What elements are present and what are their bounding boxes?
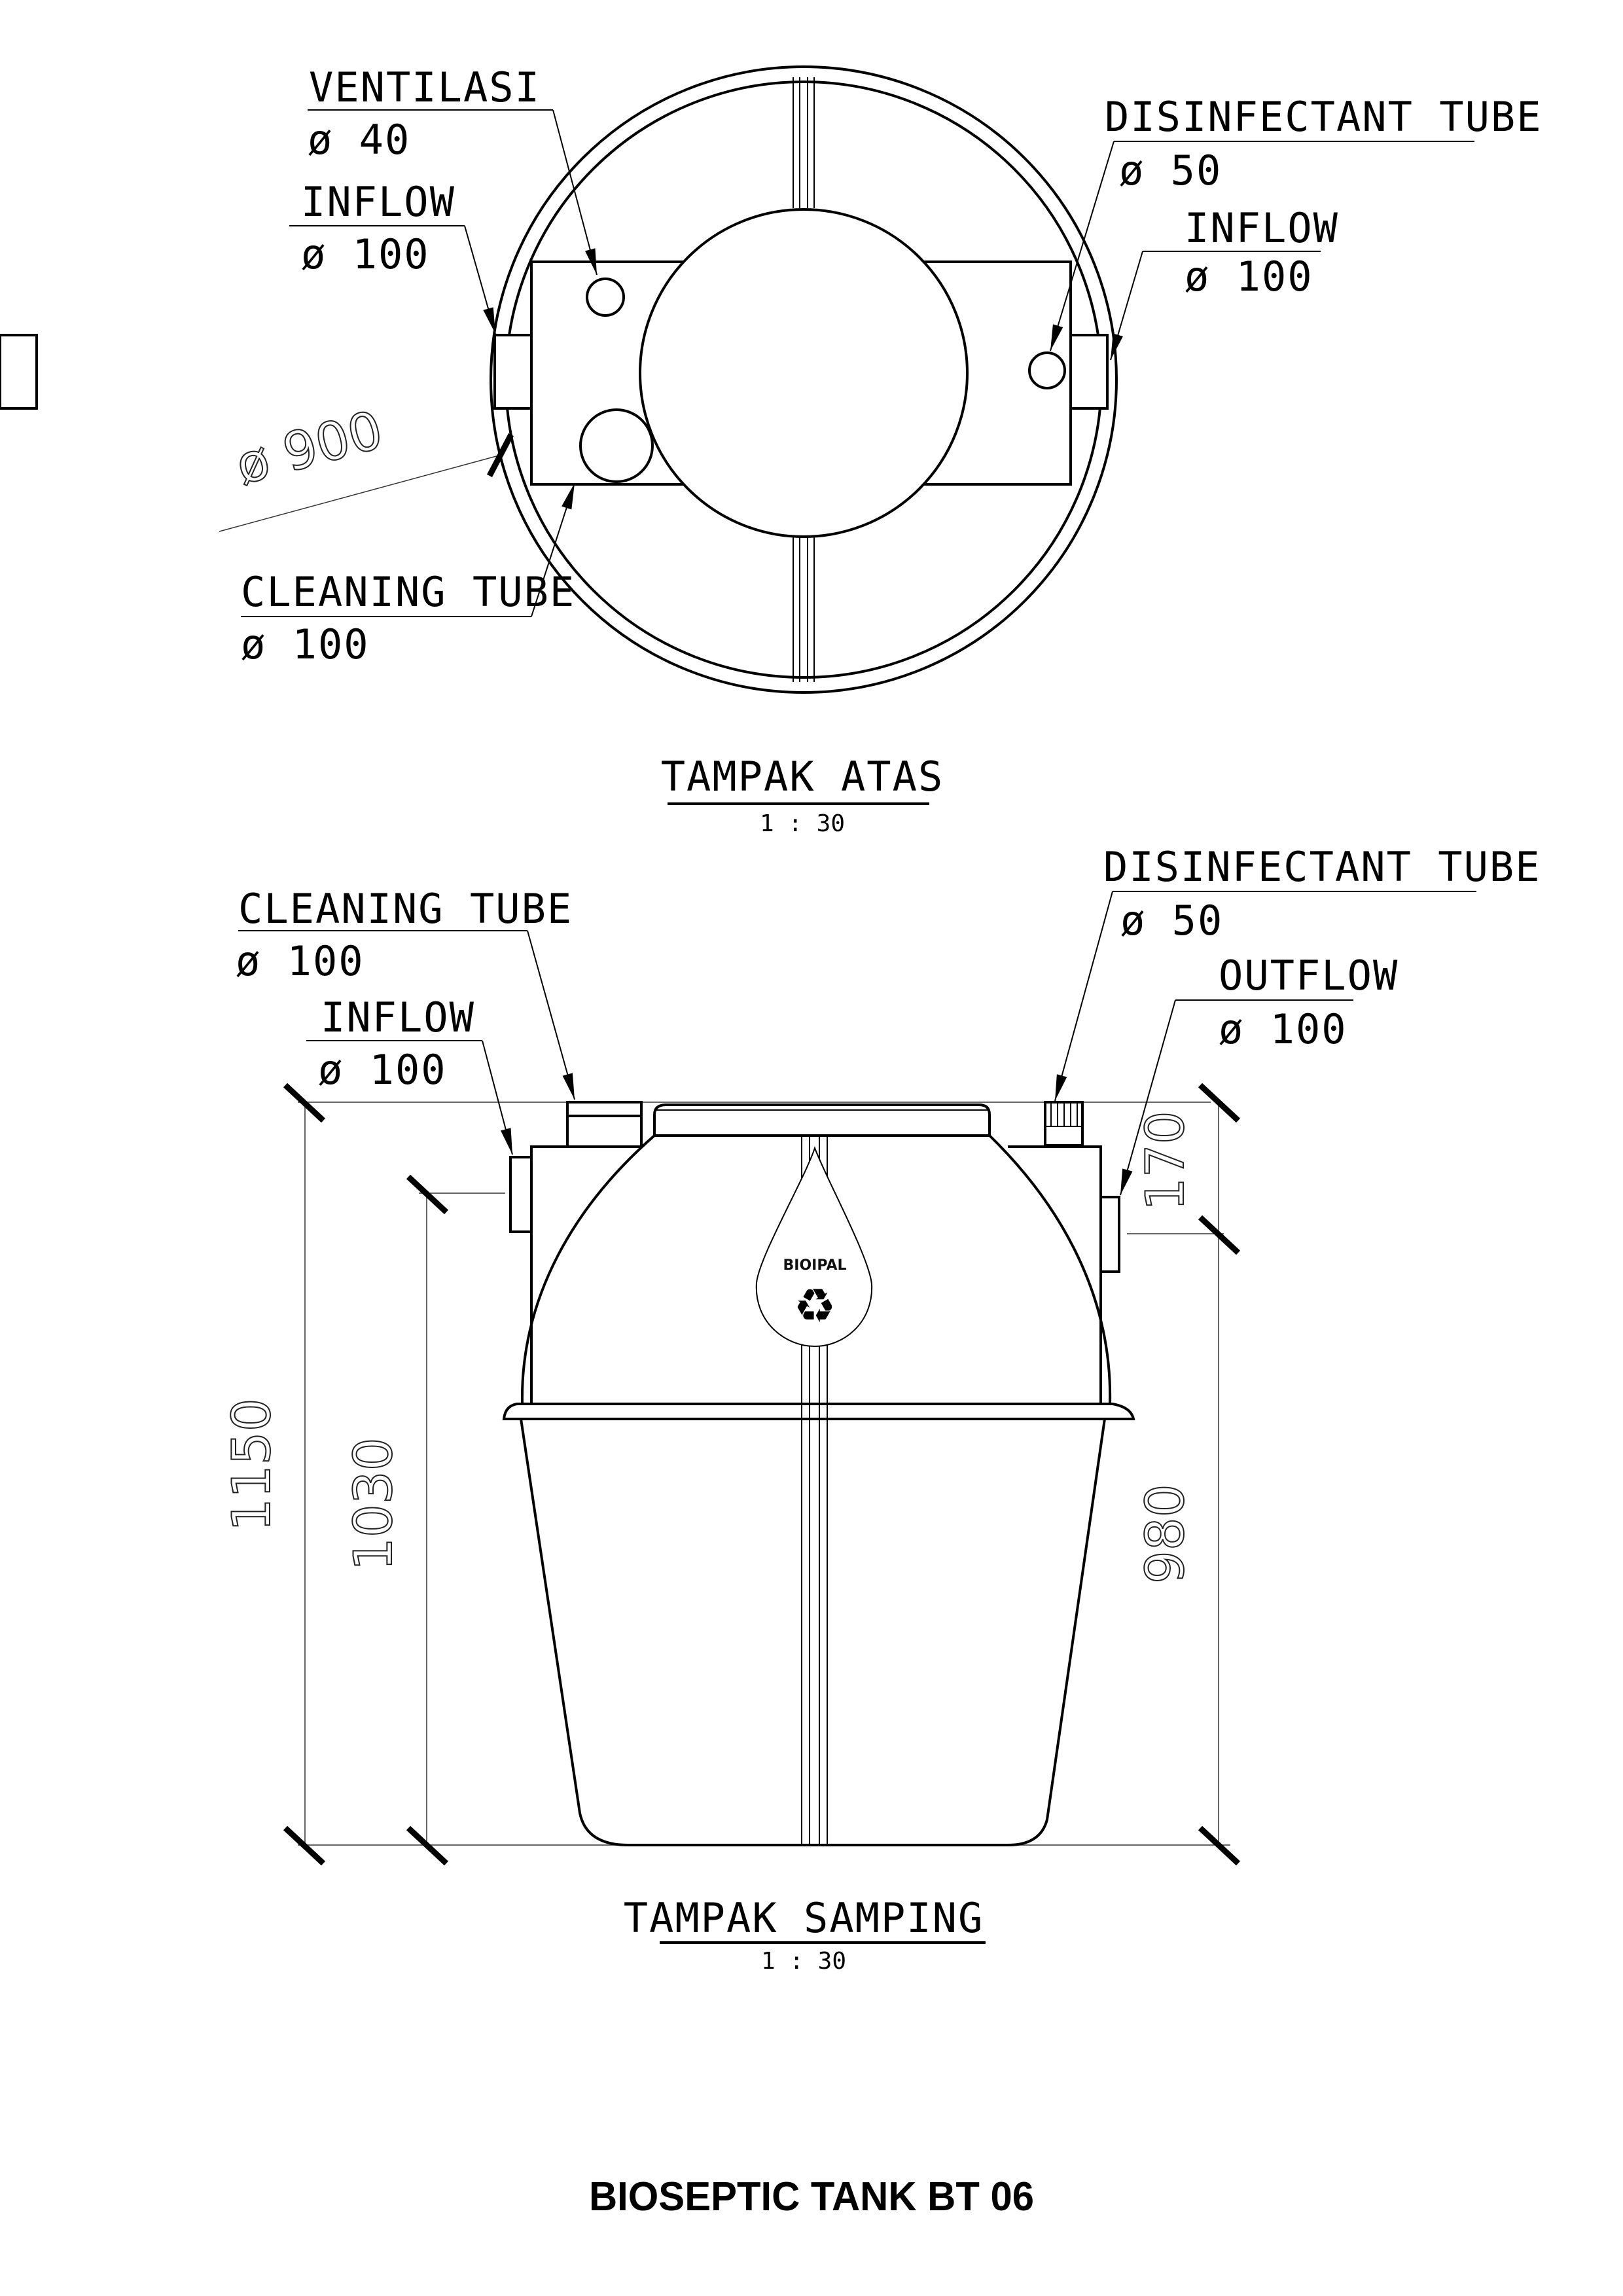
svg-text:CLEANING TUBE: CLEANING TUBE xyxy=(241,568,575,616)
manhole xyxy=(639,208,969,538)
svg-text:ø 100: ø 100 xyxy=(241,620,370,668)
document-title: BIOSEPTIC TANK BT 06 xyxy=(589,2174,1034,2219)
svg-text:INFLOW: INFLOW xyxy=(1185,204,1339,252)
callout-side-disinfectant-tube: DISINFECTANT TUBE ø 50 xyxy=(1054,843,1541,1102)
svg-text:TAMPAK ATAS: TAMPAK ATAS xyxy=(661,753,944,800)
disinfectant-port xyxy=(1028,351,1066,389)
svg-text:INFLOW: INFLOW xyxy=(301,178,455,226)
svg-text:1 : 30: 1 : 30 xyxy=(760,810,845,837)
svg-text:ø 100: ø 100 xyxy=(301,230,430,278)
svg-text:BIOIPAL: BIOIPAL xyxy=(783,1257,847,1274)
svg-text:ø 50: ø 50 xyxy=(1120,897,1223,944)
callout-side-cleaning-tube: CLEANING TUBE ø 100 xyxy=(236,885,575,1100)
svg-text:DISINFECTANT TUBE: DISINFECTANT TUBE xyxy=(1105,93,1543,141)
top-view: ø 900 VENTILASI ø 40 INFLOW ø 100 CLEANI… xyxy=(0,63,1543,837)
dim-1150: 1150 xyxy=(221,1398,282,1532)
callout-inflow-left: INFLOW ø 100 xyxy=(289,178,496,334)
dim-170: 170 xyxy=(1135,1111,1196,1211)
ventilation-port xyxy=(586,278,625,317)
svg-text:DISINFECTANT TUBE: DISINFECTANT TUBE xyxy=(1103,843,1541,891)
callout-inflow-right: INFLOW ø 100 xyxy=(1110,204,1339,361)
diameter-label: ø 900 xyxy=(230,399,389,497)
dim-ticks xyxy=(283,1083,1241,1866)
dim-1030: 1030 xyxy=(343,1437,404,1571)
cleaning-tube-port xyxy=(579,408,654,483)
inflow-stub-right xyxy=(1069,334,1109,410)
tank-outer-ring xyxy=(490,65,1118,694)
tank-body: BIOIPAL ♻ xyxy=(502,1101,1135,1846)
svg-text:TAMPAK SAMPING: TAMPAK SAMPING xyxy=(624,1894,984,1942)
inflow-stub-left xyxy=(0,334,38,410)
inflow-stub-left xyxy=(493,334,533,410)
svg-text:CLEANING TUBE: CLEANING TUBE xyxy=(238,885,573,933)
dim-980: 980 xyxy=(1135,1484,1196,1584)
svg-text:1 : 30: 1 : 30 xyxy=(761,1948,846,1975)
diameter-leader xyxy=(219,455,499,532)
svg-text:INFLOW: INFLOW xyxy=(321,994,475,1041)
side-view: 1150 1030 980 170 xyxy=(221,843,1541,1975)
ribs xyxy=(793,77,815,682)
side-view-title: TAMPAK SAMPING 1 : 30 xyxy=(624,1894,986,1975)
svg-text:ø 50: ø 50 xyxy=(1119,147,1222,194)
svg-text:VENTILASI: VENTILASI xyxy=(309,63,541,111)
callout-ventilasi: VENTILASI ø 40 xyxy=(308,63,597,276)
svg-text:ø 100: ø 100 xyxy=(1219,1005,1347,1053)
callout-side-outflow: OUTFLOW ø 100 xyxy=(1120,952,1399,1196)
recycle-icon: ♻ xyxy=(794,1278,836,1333)
svg-text:OUTFLOW: OUTFLOW xyxy=(1219,952,1399,999)
callout-cleaning-tube: CLEANING TUBE ø 100 xyxy=(241,482,575,668)
top-view-title: TAMPAK ATAS 1 : 30 xyxy=(661,753,944,837)
svg-text:ø 40: ø 40 xyxy=(308,116,410,164)
svg-text:ø 100: ø 100 xyxy=(318,1046,447,1094)
bioipal-logo: BIOIPAL ♻ xyxy=(755,1145,873,1348)
callout-disinfectant-tube: DISINFECTANT TUBE ø 50 xyxy=(1050,93,1543,351)
svg-text:ø 100: ø 100 xyxy=(1185,253,1313,300)
svg-text:ø 100: ø 100 xyxy=(236,937,365,985)
callout-side-inflow: INFLOW ø 100 xyxy=(306,994,513,1155)
